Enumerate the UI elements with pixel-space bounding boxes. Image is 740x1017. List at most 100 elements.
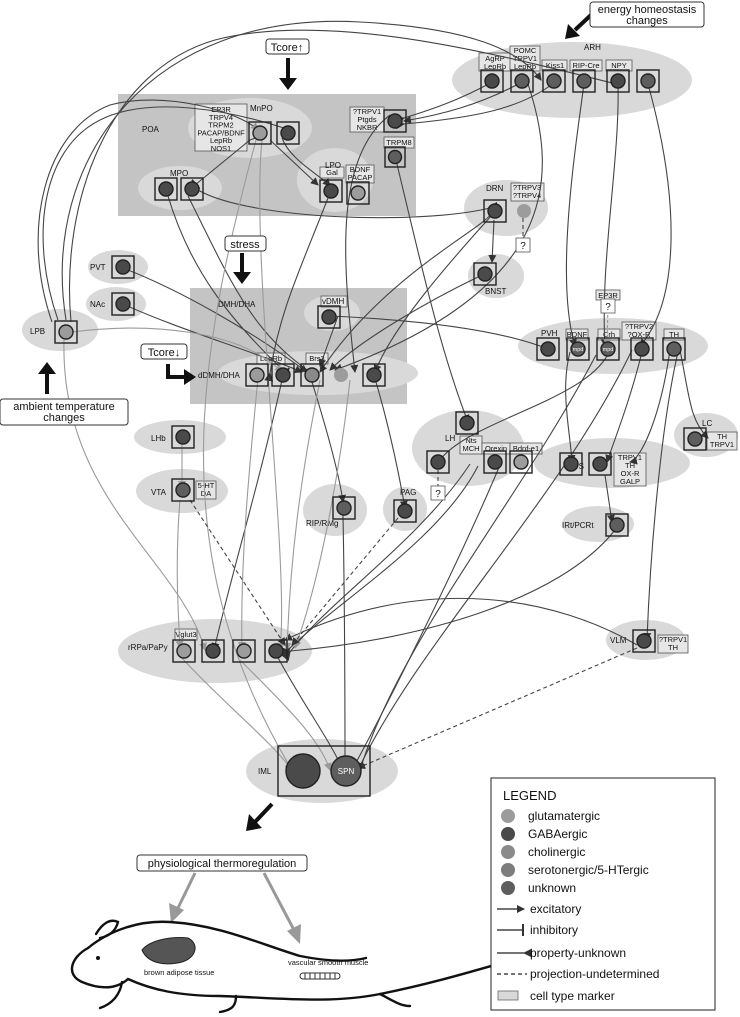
neuron-iml <box>277 745 371 797</box>
label-iml: IML <box>258 767 272 776</box>
input-tcore-down: Tcore↓ <box>148 347 180 359</box>
connections-dark <box>37 20 709 772</box>
legend-neurons: glutamatergic GABAergic cholinergic sero… <box>501 809 649 895</box>
neuron-drn-2 <box>517 204 531 218</box>
neurons <box>54 69 707 797</box>
rip-region <box>303 484 367 536</box>
label-mpo: MPO <box>170 169 188 178</box>
output-arrowheads <box>169 903 301 944</box>
neuron-ddmh-brs3 <box>300 363 324 387</box>
label-lh: LH <box>445 434 455 443</box>
marker-drn-trpv: ?TRPV3?TRPV4 <box>513 183 541 200</box>
legend-property-unknown: property-unknown <box>530 946 626 960</box>
label-vdmh: vDMH <box>322 297 344 306</box>
neuron-lh-bdnf <box>509 450 533 474</box>
marker-vglut3: Vglut3 <box>175 630 196 639</box>
input-stress: stress <box>230 239 260 251</box>
neuron-lpo-bdnf <box>346 181 370 205</box>
legend-unknown: unknown <box>528 881 576 895</box>
neuron-vlm <box>632 629 656 653</box>
neuron-pag <box>393 499 417 523</box>
mpo-region <box>138 166 222 210</box>
label-mnpo: MnPO <box>250 104 273 113</box>
target-bat: brown adipose tissue <box>144 968 214 977</box>
neuron-lh-nts <box>426 450 450 474</box>
marker-gal: Gal <box>326 168 338 177</box>
marker-pvh-bdnf: BDNF <box>567 330 588 339</box>
label-pvt: PVT <box>90 263 106 272</box>
label-lhb: LHb <box>151 434 166 443</box>
label-lc: LC <box>702 419 712 428</box>
neuron-mnpo-2 <box>276 121 300 145</box>
marker-lh-orexin: Orexin <box>485 444 507 453</box>
label-lpb: LPB <box>30 327 45 336</box>
legend-serotonergic: serotonergic/5-HTergic <box>528 863 649 877</box>
neuron-rrpa-4 <box>264 639 288 663</box>
legend-inhibitory: inhibitory <box>530 923 578 937</box>
soma-spn: SPN <box>338 767 355 776</box>
neuron-rip <box>332 496 356 520</box>
input-arrowheads <box>38 24 580 831</box>
neuron-arh-agrp <box>480 69 504 93</box>
marker-npy: NPY <box>611 61 626 70</box>
input-arrows <box>45 12 594 824</box>
irt-region <box>562 506 634 542</box>
neuron-lpb <box>54 320 78 344</box>
label-vlm: VLM <box>610 636 627 645</box>
marker-kiss1: Kiss1 <box>546 61 564 70</box>
connections-light <box>63 139 612 771</box>
label-rip: RIP/RMg <box>306 519 338 528</box>
legend-title: LEGEND <box>503 788 556 803</box>
marker-trpm8: TRPM8 <box>386 138 411 147</box>
neuron-irt <box>605 513 629 537</box>
legend-projection-undetermined: projection-undetermined <box>530 967 659 981</box>
label-vta: VTA <box>151 488 167 497</box>
label-arh: ARH <box>584 43 601 52</box>
neuron-ddmh-4 <box>334 368 348 382</box>
neuron-ddmh-leprb <box>271 363 295 387</box>
neuron-lc <box>683 427 707 451</box>
region-backgrounds <box>22 42 738 803</box>
neuron-vta <box>171 478 195 502</box>
neuron-lh-orexin <box>483 450 507 474</box>
region-labels: ARH POA MnPO MPO LPO DRN PVT NAc LPB BNS… <box>30 43 712 776</box>
label-lpo: LPO <box>325 161 341 170</box>
label-rrpa: rRPa/PaPy <box>128 643 168 652</box>
neuron-mpo-1 <box>154 177 178 201</box>
marker-pvh-th: TH <box>669 330 679 339</box>
neuron-nts-2 <box>588 452 612 476</box>
neuron-drn-1 <box>483 199 507 223</box>
brown-adipose-tissue-shape <box>141 937 196 965</box>
question-ep3r: ? <box>605 302 611 313</box>
neuron-ddmh-1 <box>245 363 269 387</box>
soma-labels: mpd mpd <box>573 347 614 353</box>
neuron-lh-top <box>455 411 479 435</box>
legend-cell-type-marker: cell type marker <box>530 989 615 1003</box>
marker-brs3: Brs3 <box>309 354 324 363</box>
neuron-pvh-trpv2 <box>630 337 654 361</box>
label-irt: IRt/PCRt <box>562 521 594 530</box>
neuron-arh-pomc <box>510 69 534 93</box>
neuron-pvh-th <box>662 337 686 361</box>
neuron-rrpa-3 <box>232 639 256 663</box>
input-label-boxes <box>0 1 705 872</box>
label-nac: NAc <box>90 300 105 309</box>
neuron-lhb <box>171 425 195 449</box>
rat-eye-icon <box>96 956 100 960</box>
legend-glutamatergic: glutamatergic <box>528 809 600 823</box>
label-pag: PAG <box>400 488 416 497</box>
neuron-pvt <box>111 255 135 279</box>
neuron-mpo-2 <box>180 177 204 201</box>
neuron-arh-extra <box>636 69 660 93</box>
neuron-poa-trpv1 <box>383 109 407 133</box>
neuron-vdmh <box>317 305 341 329</box>
input-tcore-up: Tcore↑ <box>271 42 303 54</box>
